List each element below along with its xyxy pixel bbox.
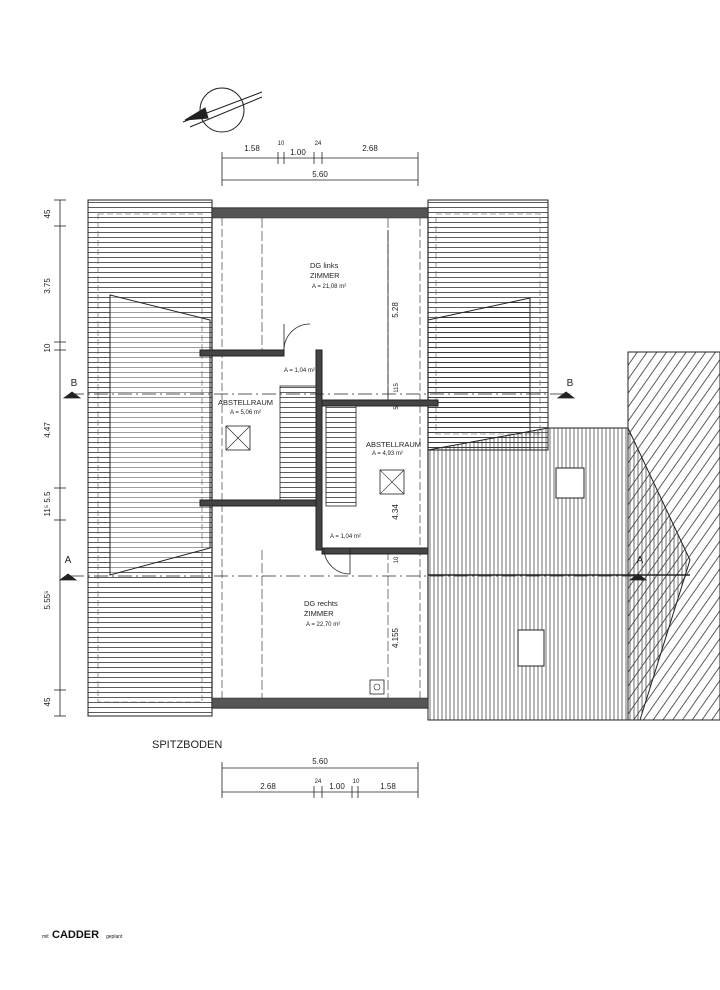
footer-brand-logo: CADDER [52, 929, 99, 941]
footer-prefix: mit [42, 934, 49, 940]
dim-left-4: 4.47 [43, 422, 52, 438]
inner-dim-4: 4.34 [391, 504, 400, 520]
dim-left-5: 11⁵ 5.5 [43, 491, 52, 517]
room-dg-rechts-name: DG rechts [304, 599, 338, 608]
neighbour-building [427, 351, 720, 721]
footer-suffix: geplant [106, 934, 123, 940]
section-b-right: B [567, 378, 574, 389]
dim-bottom-seg-4: 10 [353, 779, 360, 785]
dimension-left [54, 199, 66, 717]
dim-top-seg-3: 1.00 [290, 148, 306, 157]
room-abstell-right-area: A = 4,93 m² [372, 451, 403, 457]
roof-left [87, 199, 213, 717]
inner-walls [199, 323, 439, 695]
inner-dim-6: 4.155 [391, 627, 400, 648]
dim-bottom-total: 5.60 [312, 757, 328, 766]
room-abstell-right-name: ABSTELLRAUM [366, 440, 421, 449]
dim-bottom-seg-5: 1.58 [380, 782, 396, 791]
dim-left-2: 3.75 [43, 278, 52, 294]
room-dg-links-name: DG links [310, 261, 339, 270]
room-dg-links-type: ZIMMER [310, 271, 340, 280]
inner-dim-2: 5 [394, 406, 400, 410]
dim-bottom-seg-3: 1.00 [329, 782, 345, 791]
section-a-left: A [65, 555, 72, 566]
dim-bottom-seg-2: 24 [315, 779, 322, 785]
section-lines [58, 391, 648, 581]
dim-top-seg-1: 1.58 [244, 144, 260, 153]
roof-right [427, 199, 549, 451]
room-dg-rechts-area: A = 22,70 m² [306, 622, 340, 628]
room-abstell-left-area: A = 5,06 m² [230, 410, 261, 416]
room-shell [211, 207, 429, 709]
room-dg-rechts-type: ZIMMER [304, 609, 334, 618]
section-a-right: A [637, 555, 644, 566]
room-dg-links-area: A = 21,08 m² [312, 284, 346, 290]
inner-dim-3: 115 [394, 383, 400, 393]
room-flur-top-area: A = 1,04 m² [284, 368, 315, 374]
room-abstell-left-name: ABSTELLRAUM [218, 398, 273, 407]
dim-left-3: 10 [43, 343, 52, 352]
inner-dim-1: 5.28 [391, 302, 400, 318]
section-b-left: B [71, 378, 78, 389]
dim-top-seg-2: 10 [278, 141, 285, 147]
dim-left-1: 45 [43, 209, 52, 218]
north-arrow-icon [182, 87, 263, 133]
dim-top-seg-5: 2.68 [362, 144, 378, 153]
dim-top-seg-4: 24 [315, 141, 322, 147]
room-flur-bottom-area: A = 1,04 m² [330, 534, 361, 540]
inner-dim-5: 10 [394, 556, 400, 563]
dim-top-total: 5.60 [312, 170, 328, 179]
dim-left-7: 45 [43, 697, 52, 706]
dimension-top [221, 152, 419, 186]
drawing-title: SPITZBODEN [152, 739, 222, 751]
dimension-bottom [221, 762, 419, 798]
dim-bottom-seg-1: 2.68 [260, 782, 276, 791]
dim-left-6: 5.55⁵ [43, 591, 52, 610]
